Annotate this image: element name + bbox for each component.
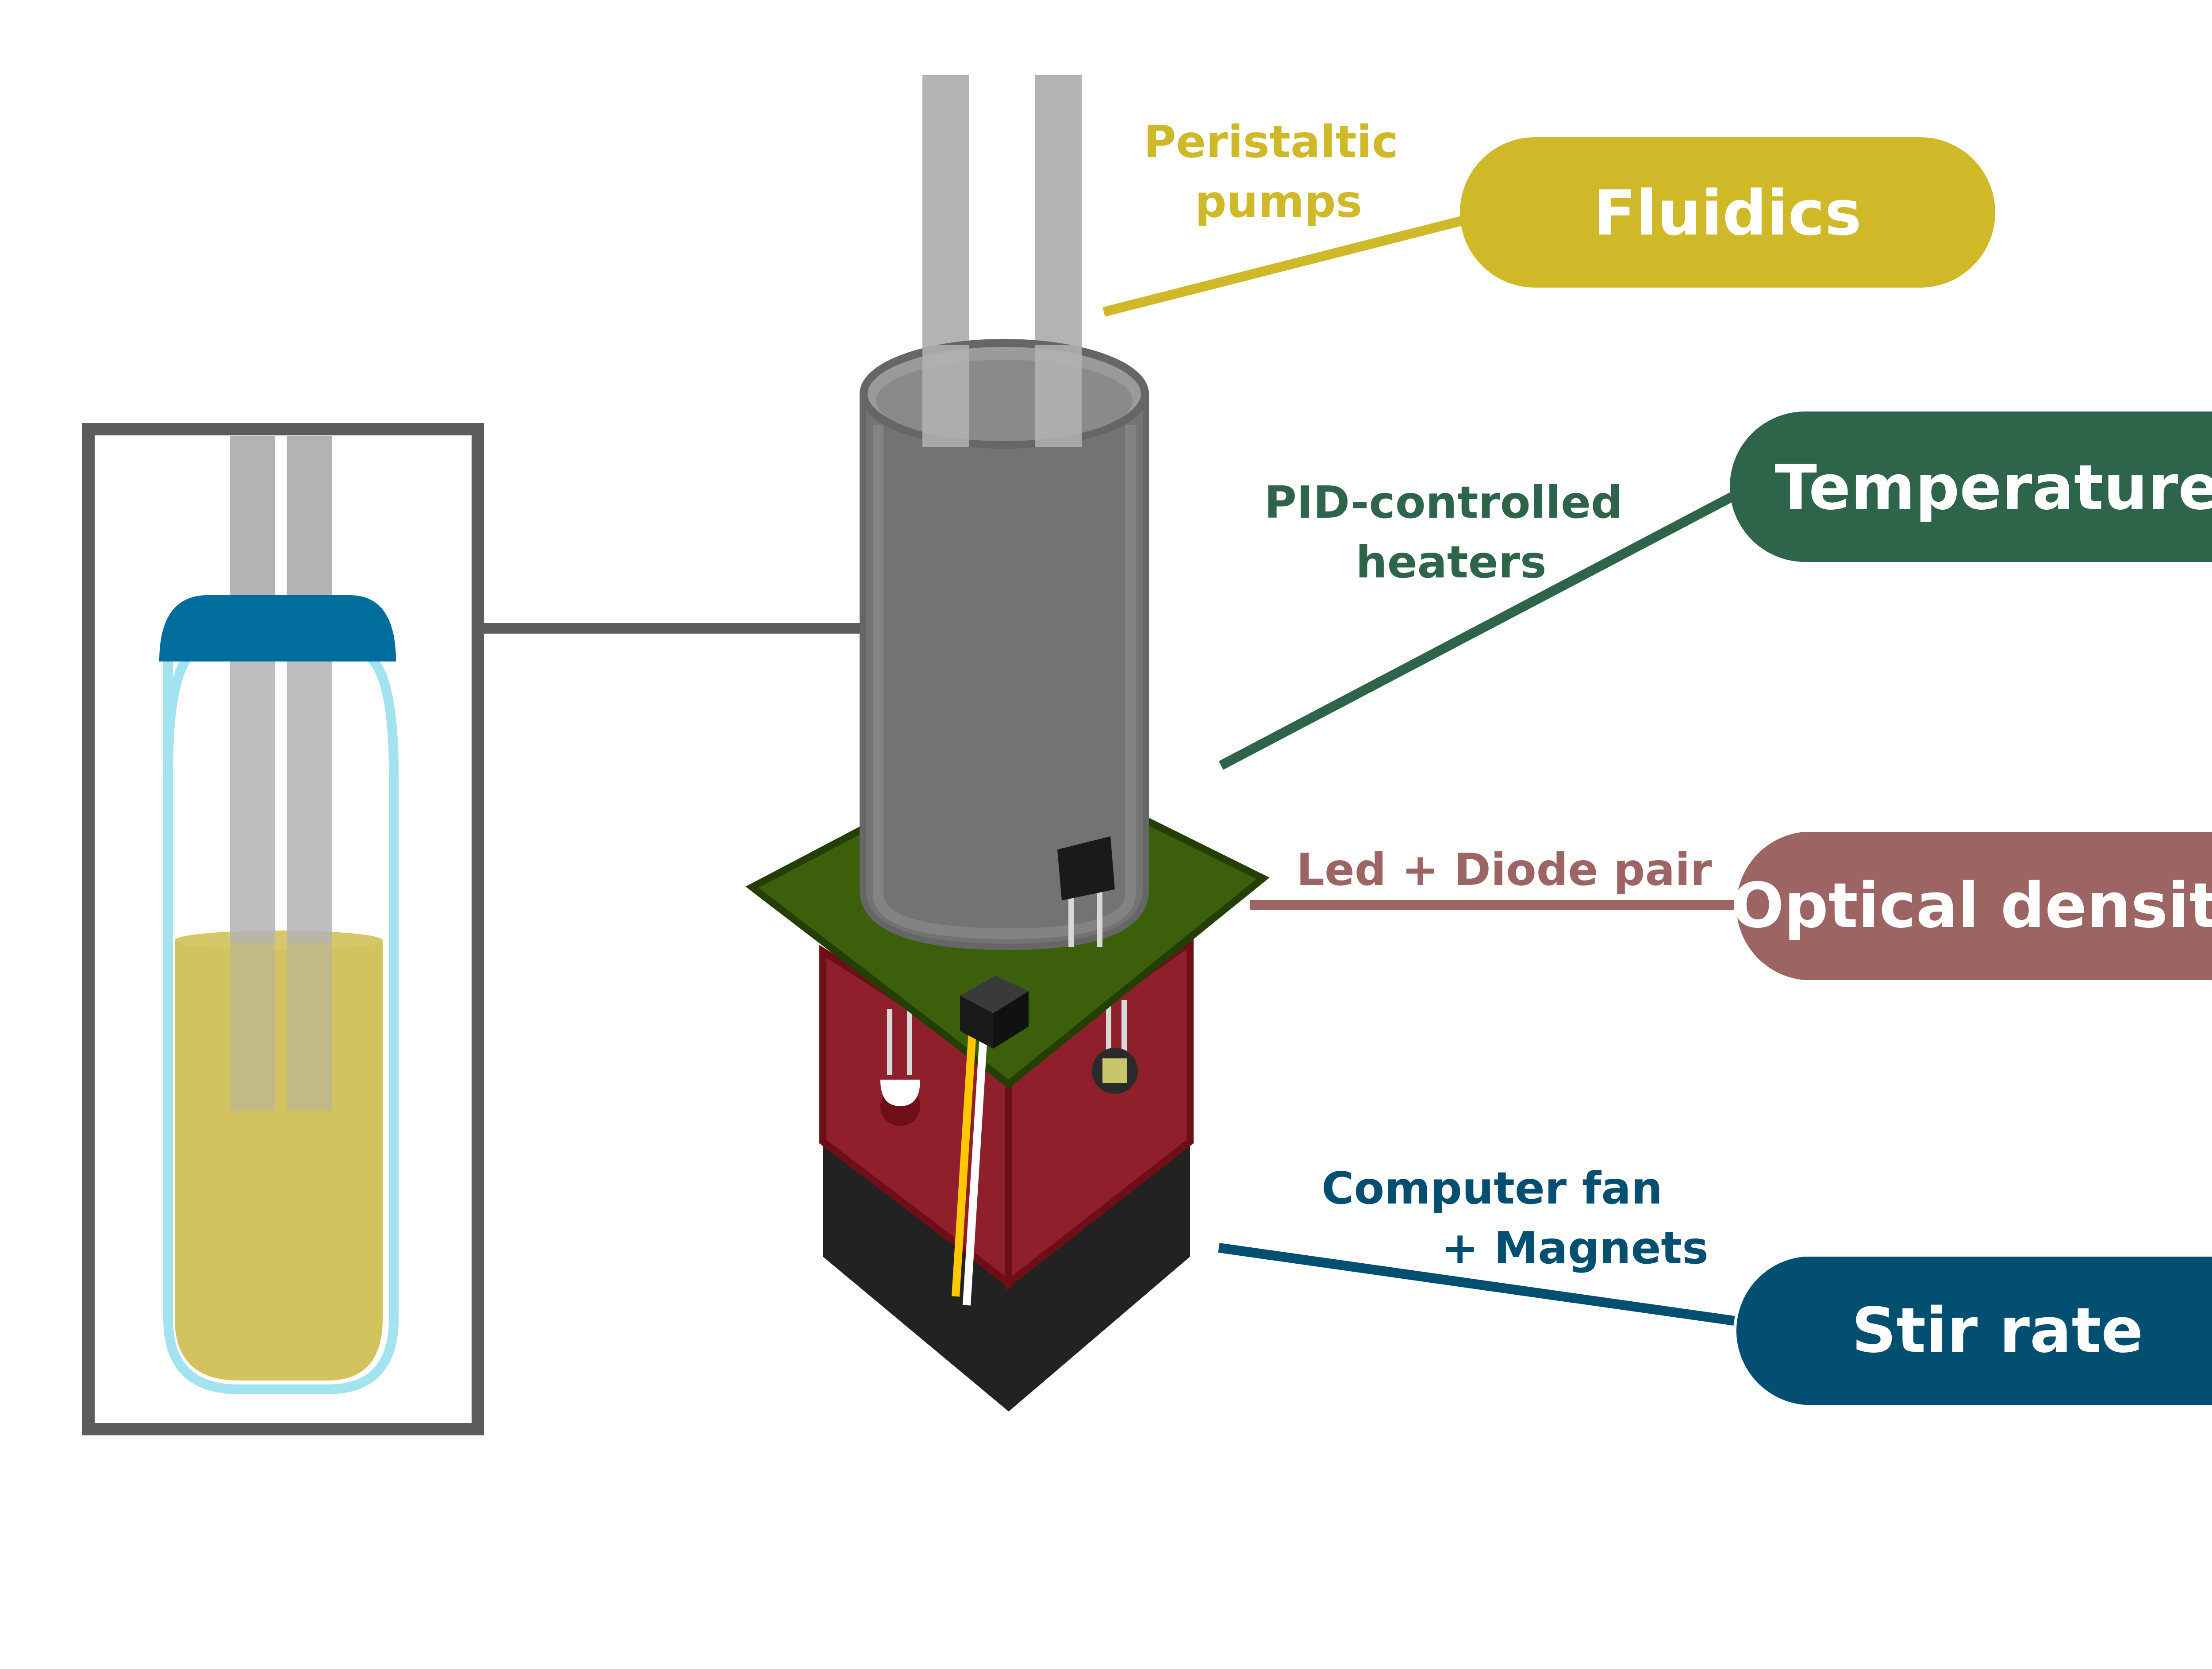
vial-cap-icon (159, 595, 396, 661)
stir-rate-annotation: Computer fan + Magnets (1321, 1162, 1709, 1274)
heater-sleeve-icon (860, 391, 1149, 950)
vial-tube-1-submerged (230, 942, 275, 1111)
fluidics-pill-label: Fluidics (1594, 177, 1862, 250)
led-icon (880, 1009, 920, 1126)
stir-rate-leader-line (1218, 1243, 1735, 1326)
wire-yellow (952, 1017, 977, 1297)
vial-inset (82, 423, 484, 1435)
thermistor-icon (1057, 836, 1115, 947)
temperature-callout: PID-controlled heaters Temperature (1218, 411, 2212, 770)
temperature-pill-label: Temperature (1774, 452, 2212, 524)
vial-tube-1-above-cap (230, 436, 275, 595)
optical-density-pill-label: Optical density (1732, 870, 2212, 942)
sleeve-inner-shadow (873, 425, 1136, 939)
temperature-annotation: PID-controlled heaters (1264, 477, 1638, 588)
fluidics-leader-line (1102, 214, 1470, 317)
stir-rate-callout: Computer fan + Magnets Stir rate (1218, 1162, 2212, 1405)
vial-tube-2-submerged (287, 942, 332, 1111)
pump-tube-1-inside (922, 345, 969, 447)
wire-white (963, 1022, 988, 1306)
culture-meniscus (175, 931, 383, 950)
optical-density-annotation: Led + Diode pair (1296, 844, 1712, 896)
optical-density-pill (1736, 832, 2212, 980)
vial-tube-2-above-cap (287, 436, 332, 595)
stir-rate-pill-label: Stir rate (1852, 1295, 2143, 1367)
evolver-sleeve-assembly (745, 75, 1270, 1411)
culture-liquid (175, 940, 383, 1381)
inset-frame (82, 423, 484, 1435)
fluidics-callout: Peristaltic pumps Fluidics (1102, 116, 1995, 317)
photodiode-icon (1092, 1000, 1138, 1094)
fluidics-annotation: Peristaltic pumps (1144, 116, 1413, 227)
vial-glass-icon (163, 650, 399, 1394)
temperature-leader-line (1218, 491, 1737, 770)
stir-rate-pill (1736, 1257, 2212, 1405)
sleeve-opening (876, 360, 1133, 441)
pump-tube-2-inside (1035, 345, 1082, 447)
board-connector-icon (960, 976, 1029, 1049)
optical-density-callout: Led + Diode pair Optical density (1250, 832, 2212, 980)
fan-base-icon (823, 1106, 1190, 1411)
fluidics-pill (1460, 137, 1995, 288)
temperature-pill (1730, 411, 2212, 562)
